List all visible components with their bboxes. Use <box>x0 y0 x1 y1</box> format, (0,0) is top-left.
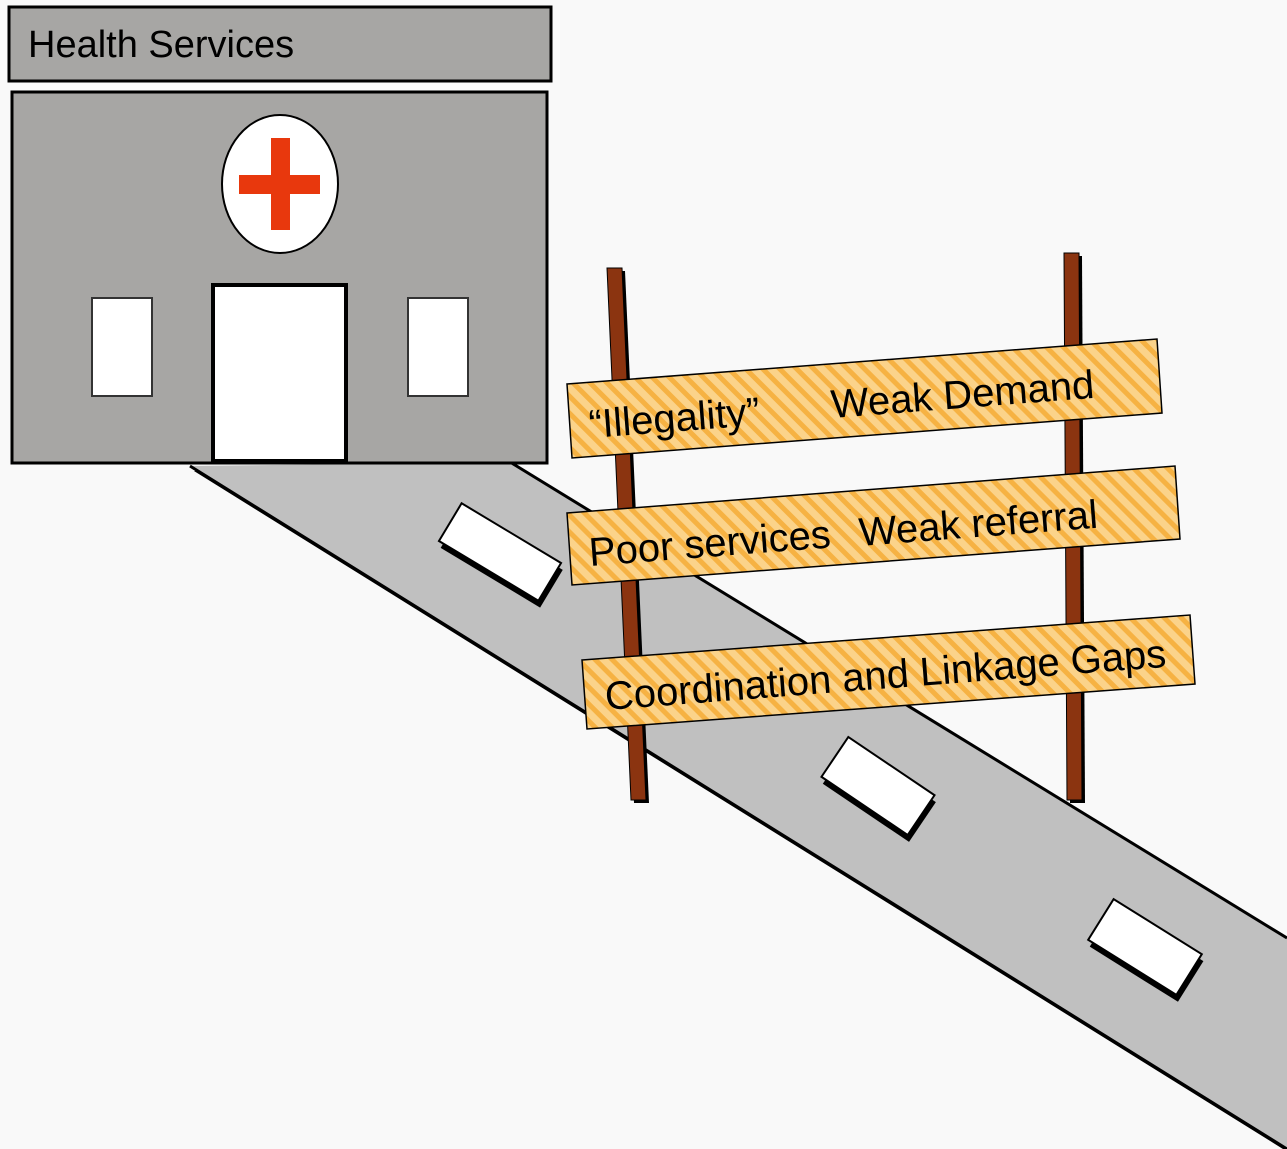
lane-marking <box>820 735 936 842</box>
right-window <box>407 297 469 397</box>
page-title: Health Services <box>28 24 294 66</box>
lane-marking <box>437 501 563 608</box>
barrier-board-2: Poor services Weak referral <box>566 465 1181 586</box>
medical-cross-icon <box>239 138 320 230</box>
door <box>211 283 348 463</box>
clinic-building-icon <box>10 90 549 465</box>
lane-marking <box>1086 897 1204 1002</box>
barrier-board-1: “Illegality” Weak Demand <box>566 338 1163 459</box>
left-window <box>91 297 153 397</box>
title-box: Health Services <box>7 5 553 83</box>
